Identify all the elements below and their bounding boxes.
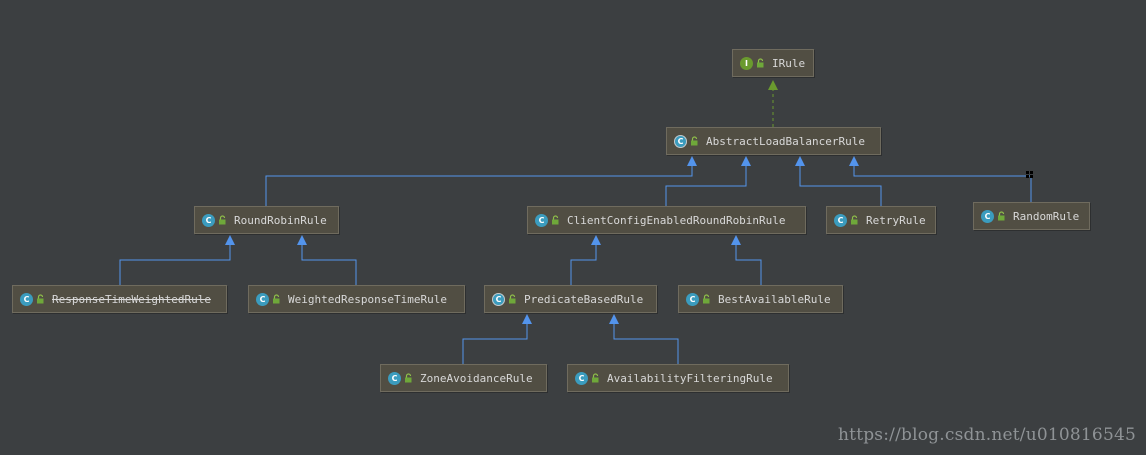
edge-random-rule-to-abstract-load-balancer-rule (849, 156, 1032, 202)
extends-arrowhead-icon (225, 235, 235, 245)
abstract-class-icon: C (492, 292, 505, 306)
extends-arrowhead-icon (609, 314, 619, 324)
node-retry-rule[interactable]: C RetryRule (826, 206, 936, 234)
edge-abstract-load-balancer-rule-to-irule (768, 80, 778, 127)
public-lock-icon (272, 294, 282, 304)
public-lock-icon (756, 58, 766, 68)
node-label: RoundRobinRule (234, 213, 327, 227)
class-icon: C (686, 292, 699, 306)
edge-availability-filtering-rule-to-predicate-based-rule (609, 314, 679, 364)
extends-arrowhead-icon (522, 314, 532, 324)
class-icon: C (256, 292, 269, 306)
node-best-available-rule[interactable]: C BestAvailableRule (678, 285, 843, 313)
node-label: IRule (772, 56, 806, 70)
class-icon: C (834, 213, 847, 227)
watermark: https://blog.csdn.net/u010816545 (838, 425, 1136, 445)
node-label: ZoneAvoidanceRule (420, 371, 533, 385)
edge-predicate-based-rule-to-client-config-enabled-round-robin-rule (570, 235, 601, 285)
class-icon: C (20, 292, 33, 306)
public-lock-icon (702, 294, 712, 304)
edge-best-available-rule-to-client-config-enabled-round-robin-rule (731, 235, 762, 285)
class-icon: C (388, 371, 401, 385)
extends-arrowhead-icon (795, 156, 805, 166)
edge-response-time-weighted-rule-to-round-robin-rule (119, 235, 235, 285)
extends-arrowhead-icon (741, 156, 751, 166)
public-lock-icon (690, 136, 700, 146)
public-lock-icon (997, 211, 1007, 221)
extends-arrowhead-icon (591, 235, 601, 245)
public-lock-icon (850, 215, 860, 225)
public-lock-icon (404, 373, 414, 383)
public-lock-icon (36, 294, 46, 304)
edge-retry-rule-to-abstract-load-balancer-rule (795, 156, 882, 206)
node-label: ResponseTimeWeightedRule (52, 292, 211, 306)
resize-handle-icon[interactable] (1026, 171, 1034, 179)
node-label: BestAvailableRule (718, 292, 831, 306)
class-icon: C (535, 213, 548, 227)
class-icon: C (202, 213, 215, 227)
node-irule[interactable]: I IRule (732, 49, 814, 77)
class-icon: C (981, 209, 994, 223)
interface-icon: I (740, 56, 753, 70)
public-lock-icon (591, 373, 601, 383)
node-label: PredicateBasedRule (524, 292, 644, 306)
node-weighted-response-time-rule[interactable]: C WeightedResponseTimeRule (248, 285, 465, 313)
extends-arrowhead-icon (731, 235, 741, 245)
node-round-robin-rule[interactable]: C RoundRobinRule (194, 206, 339, 234)
edge-round-robin-rule-to-abstract-load-balancer-rule (265, 156, 697, 206)
edge-weighted-response-time-rule-to-round-robin-rule (297, 235, 357, 285)
node-label: WeightedResponseTimeRule (288, 292, 447, 306)
node-zone-avoidance-rule[interactable]: C ZoneAvoidanceRule (380, 364, 547, 392)
node-response-time-weighted-rule[interactable]: C ResponseTimeWeightedRule (12, 285, 227, 313)
abstract-class-icon: C (674, 134, 687, 148)
extends-arrowhead-icon (687, 156, 697, 166)
node-availability-filtering-rule[interactable]: C AvailabilityFilteringRule (567, 364, 789, 392)
node-label: RandomRule (1013, 209, 1080, 223)
node-predicate-based-rule[interactable]: C PredicateBasedRule (484, 285, 657, 313)
implements-arrowhead-icon (768, 80, 778, 90)
edge-client-config-enabled-round-robin-rule-to-abstract-load-balancer-rule (665, 156, 751, 206)
class-icon: C (575, 371, 588, 385)
node-abstract-load-balancer-rule[interactable]: C AbstractLoadBalancerRule (666, 127, 881, 155)
node-client-config-enabled-round-robin-rule[interactable]: C ClientConfigEnabledRoundRobinRule (527, 206, 806, 234)
public-lock-icon (218, 215, 228, 225)
public-lock-icon (551, 215, 561, 225)
extends-arrowhead-icon (849, 156, 859, 166)
node-label: RetryRule (866, 213, 926, 227)
extends-arrowhead-icon (297, 235, 307, 245)
node-label: AvailabilityFilteringRule (607, 371, 773, 385)
public-lock-icon (508, 294, 518, 304)
edge-zone-avoidance-rule-to-predicate-based-rule (462, 314, 532, 364)
node-label: ClientConfigEnabledRoundRobinRule (567, 213, 786, 227)
node-random-rule[interactable]: C RandomRule (973, 202, 1090, 230)
node-label: AbstractLoadBalancerRule (706, 134, 865, 148)
